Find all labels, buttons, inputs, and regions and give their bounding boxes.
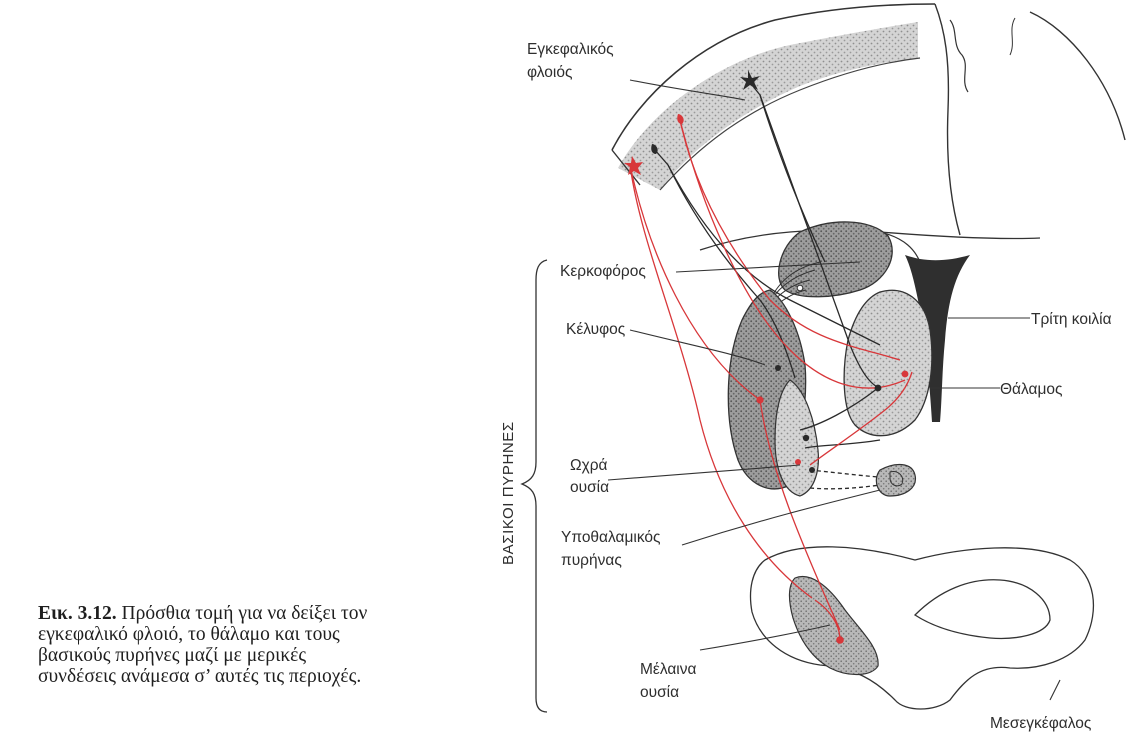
putamen-neuron-red bbox=[756, 396, 763, 403]
caption-line-3: βασικούς πυρήνες μαζί με μερικές bbox=[38, 645, 498, 666]
pallidus-neuron-red bbox=[795, 459, 801, 465]
basal-ganglia-bracket-label: ΒΑΣΙΚΟΙ ΠΥΡΗΝΕΣ bbox=[500, 421, 517, 565]
putamen-label: Κέλυφος bbox=[566, 321, 625, 338]
cerebral-cortex bbox=[612, 4, 935, 190]
nigra-neuron-red bbox=[836, 636, 844, 644]
interhemispheric-fissure bbox=[935, 4, 1125, 235]
subthalamic-label-line1: Υποθαλαμικός bbox=[561, 529, 661, 546]
subthalamic-nucleus bbox=[876, 465, 915, 496]
thalamus bbox=[844, 290, 932, 435]
caption-line-4: συνδέσεις ανάμεσα σ’ αυτές τις περιοχές. bbox=[38, 666, 498, 687]
globus-pallidus-label-line1: Ωχρά bbox=[570, 457, 608, 474]
caudate-neuron-white bbox=[797, 285, 803, 291]
basal-ganglia-bracket bbox=[522, 260, 547, 712]
pallidus-neuron-2 bbox=[809, 467, 815, 473]
thalamus-neuron-black bbox=[875, 385, 882, 392]
caption-figure-number: Εικ. 3.12. bbox=[38, 603, 117, 624]
putamen-neuron-black bbox=[775, 365, 781, 371]
cortex-label-line1: Εγκεφαλικός bbox=[527, 41, 614, 58]
figure-caption: Εικ. 3.12. Πρόσθια τομή για να δείξει το… bbox=[38, 603, 498, 687]
thalamus-neuron-red bbox=[902, 371, 909, 378]
substantia-nigra-label-line2: ουσία bbox=[640, 684, 679, 701]
midbrain-label: Μεσεγκέφαλος bbox=[990, 715, 1091, 732]
caption-line-1-text: Πρόσθια τομή για να δείξει τον bbox=[122, 603, 368, 624]
substantia-nigra-label-line1: Μέλαινα bbox=[640, 661, 696, 678]
caption-line-2: εγκεφαλικό φλοιό, το θάλαμο και τους bbox=[38, 624, 498, 645]
caudate-label: Κερκοφόρος bbox=[560, 263, 646, 280]
subthalamic-label-line2: πυρήνας bbox=[561, 552, 622, 569]
thalamus-label: Θάλαμος bbox=[1000, 381, 1063, 398]
pallidus-neuron bbox=[803, 435, 809, 441]
third-ventricle-label: Τρίτη κοιλία bbox=[1031, 311, 1112, 328]
cortex-label-line2: φλοιός bbox=[527, 64, 572, 81]
caption-line-1: Εικ. 3.12. Πρόσθια τομή για να δείξει το… bbox=[38, 603, 498, 624]
caudate-nucleus bbox=[779, 222, 893, 297]
globus-pallidus-label-line2: ουσία bbox=[570, 479, 609, 496]
globus-pallidus bbox=[775, 380, 818, 496]
